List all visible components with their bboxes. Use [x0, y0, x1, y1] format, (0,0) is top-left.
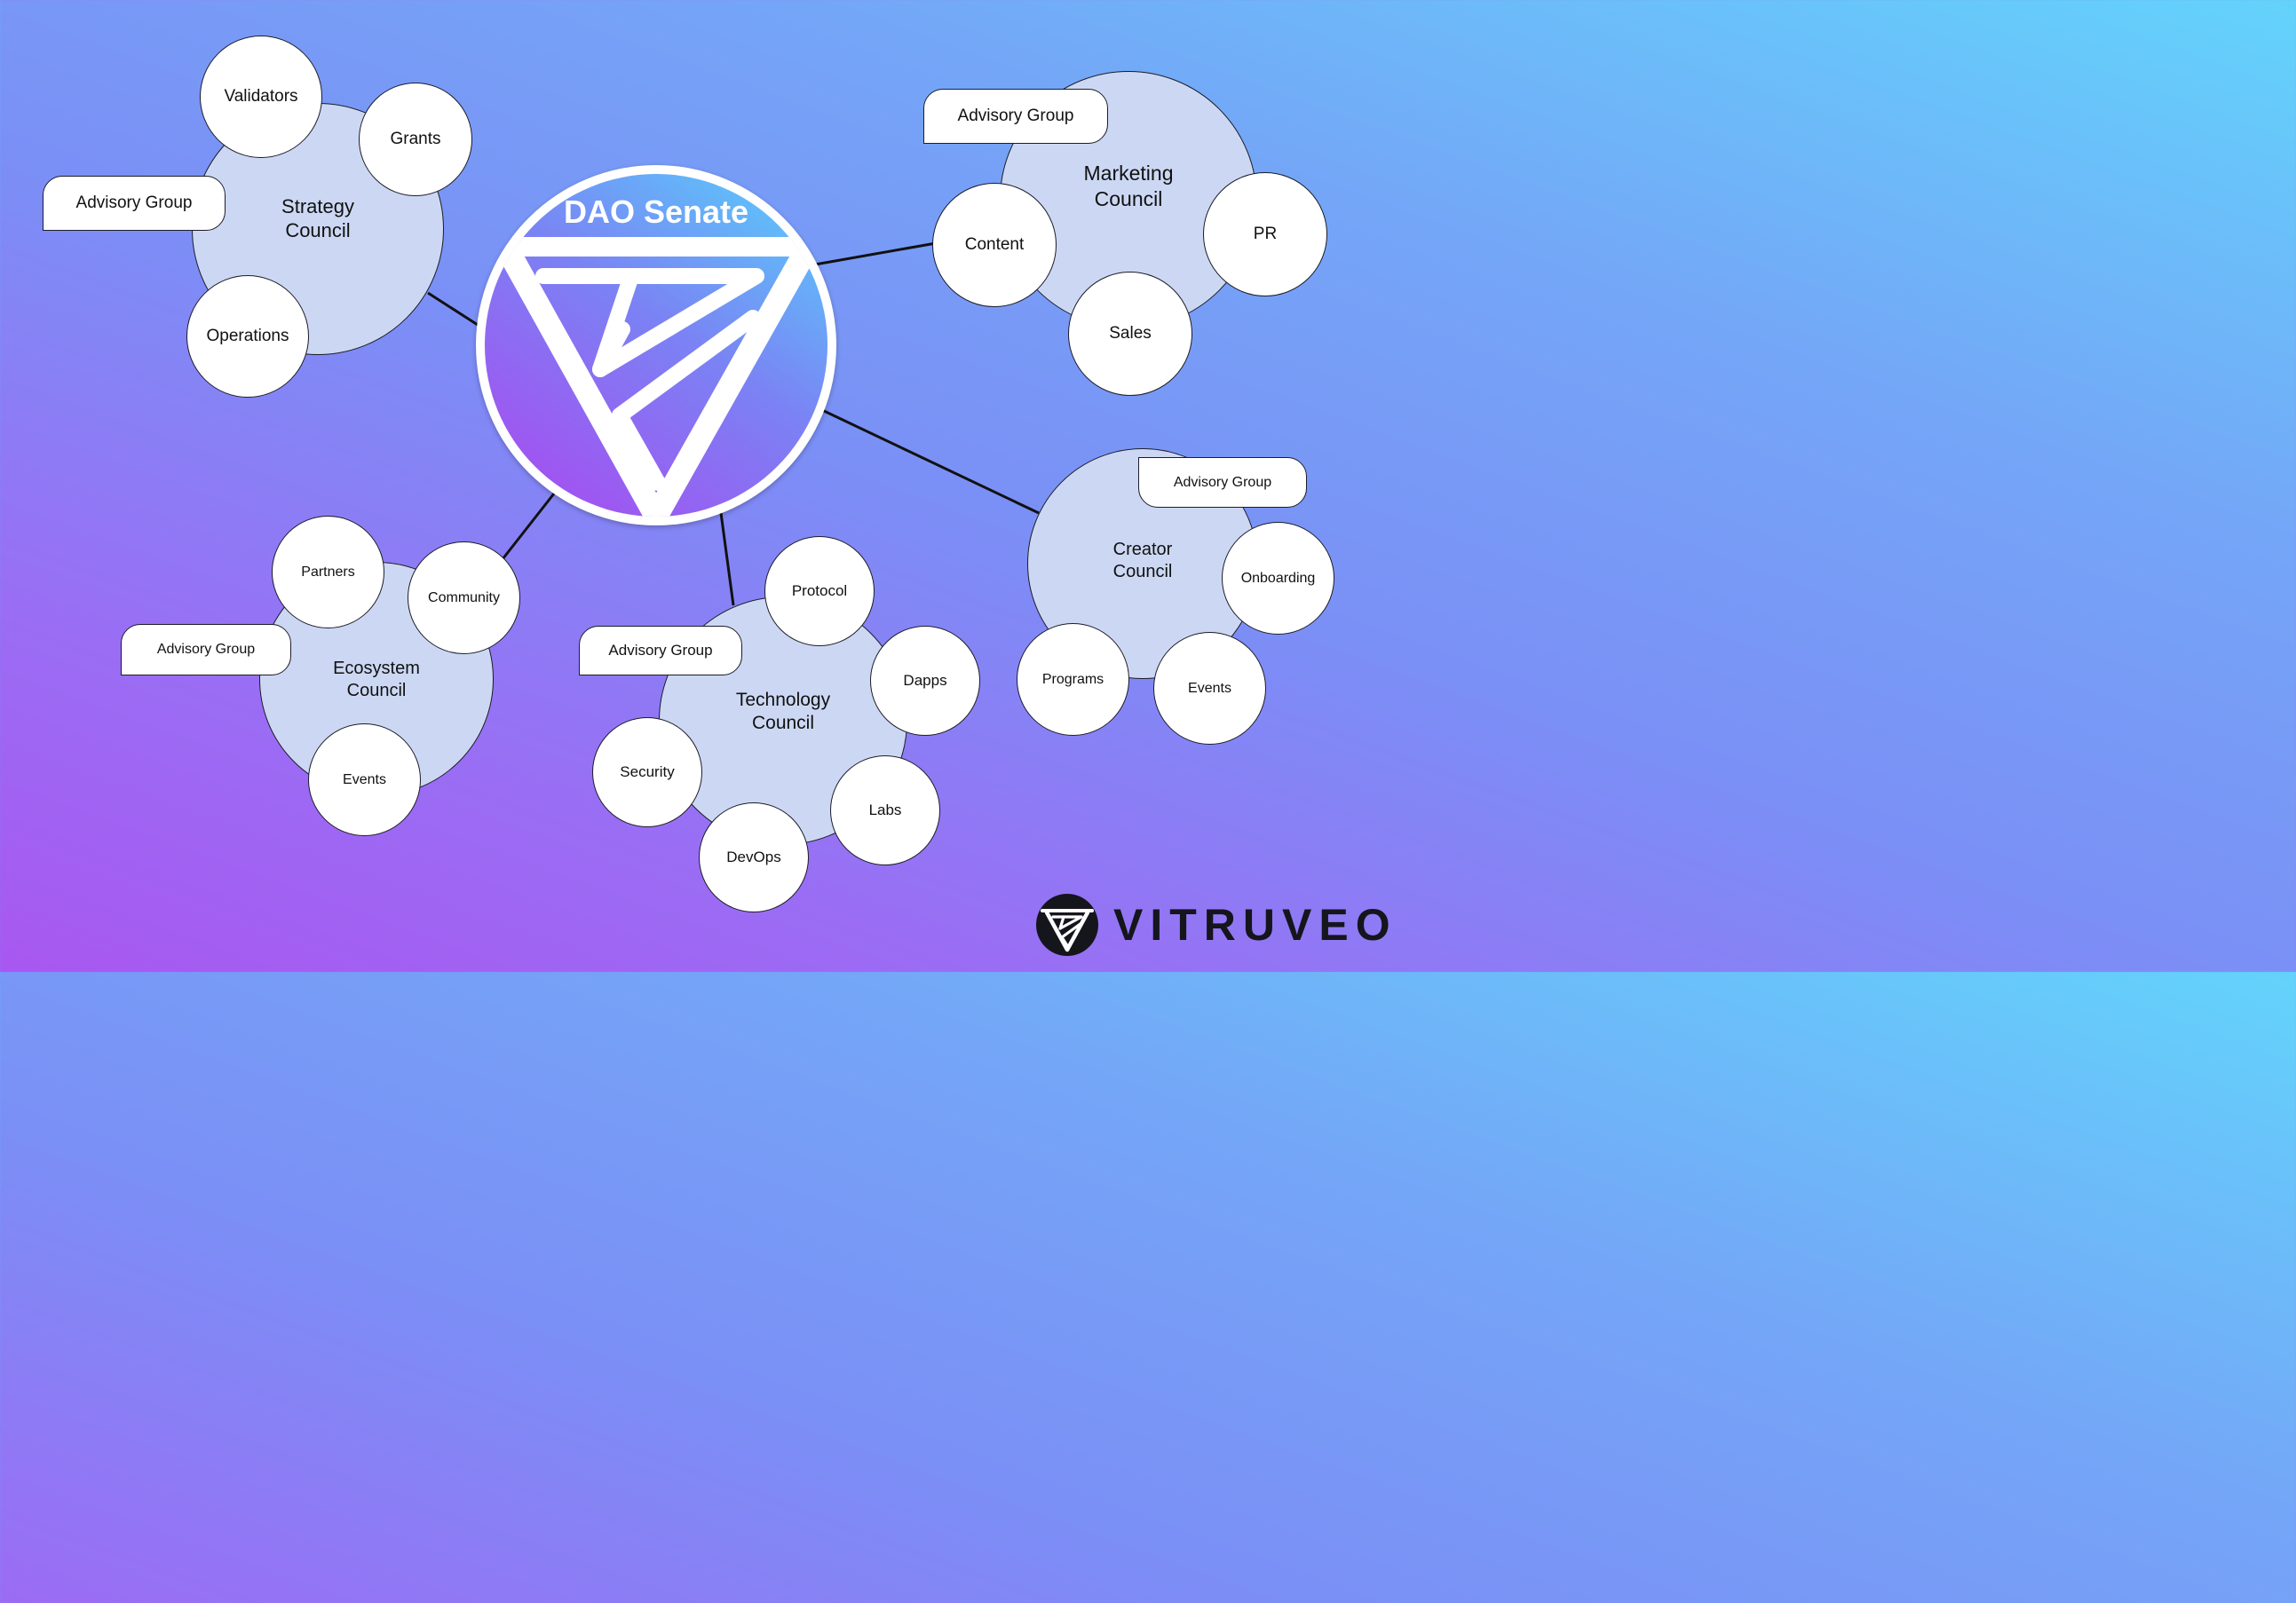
marketing-council-label: Marketing: [1083, 162, 1174, 186]
strategy-council-label: Strategy: [281, 194, 354, 217]
technology-node-devops: DevOps: [699, 802, 809, 912]
link-creator: [821, 408, 1040, 515]
vitruveo-logo-icon: [485, 174, 827, 517]
ecosystem-node-partners: Partners: [272, 516, 384, 628]
technology-advisory-group: Advisory Group: [579, 626, 742, 675]
marketing-advisory-group: Advisory Group: [923, 89, 1108, 144]
technology-council-label-2: Council: [751, 713, 815, 733]
marketing-node-pr: PR: [1203, 172, 1327, 296]
technology-council-label: Technology: [735, 689, 831, 710]
brand-name: VITRUVEO: [1113, 900, 1397, 950]
technology-node-labs: Labs: [830, 755, 940, 865]
link-strategy: [427, 291, 479, 327]
strategy-council-label-2: Council: [285, 219, 351, 241]
link-technology: [719, 512, 735, 606]
strategy-node-validators: Validators: [200, 36, 322, 158]
connector-lines: [427, 241, 1040, 606]
ecosystem-council-label-2: Council: [346, 681, 407, 700]
technology-node-security: Security: [592, 717, 702, 827]
marketing-council-label-2: Council: [1094, 187, 1163, 210]
marketing-node-content: Content: [932, 183, 1057, 307]
brand-logo: VITRUVEO: [1035, 893, 1397, 957]
link-ecosystem: [501, 493, 556, 560]
creator-advisory-group: Advisory Group: [1138, 457, 1307, 508]
creator-node-onboarding: Onboarding: [1222, 522, 1334, 635]
creator-council-label: Creator: [1112, 540, 1173, 559]
technology-node-protocol: Protocol: [764, 536, 875, 646]
link-marketing: [814, 241, 937, 266]
ecosystem-node-community: Community: [408, 541, 520, 654]
strategy-node-operations: Operations: [186, 275, 309, 398]
ecosystem-node-events: Events: [308, 723, 421, 836]
dao-senate-title: DAO Senate: [563, 193, 749, 230]
dao-senate-emblem: [476, 165, 836, 525]
technology-node-dapps: Dapps: [870, 626, 980, 736]
strategy-node-grants: Grants: [359, 83, 472, 196]
ecosystem-council-label: Ecosystem: [333, 659, 420, 678]
marketing-node-sales: Sales: [1068, 272, 1192, 396]
creator-council-label-2: Council: [1112, 562, 1173, 581]
creator-node-programs: Programs: [1017, 623, 1129, 736]
creator-node-events: Events: [1153, 632, 1266, 745]
ecosystem-advisory-group: Advisory Group: [121, 624, 291, 675]
strategy-advisory-group: Advisory Group: [43, 176, 226, 231]
vitruveo-mark-icon: [1036, 894, 1098, 956]
